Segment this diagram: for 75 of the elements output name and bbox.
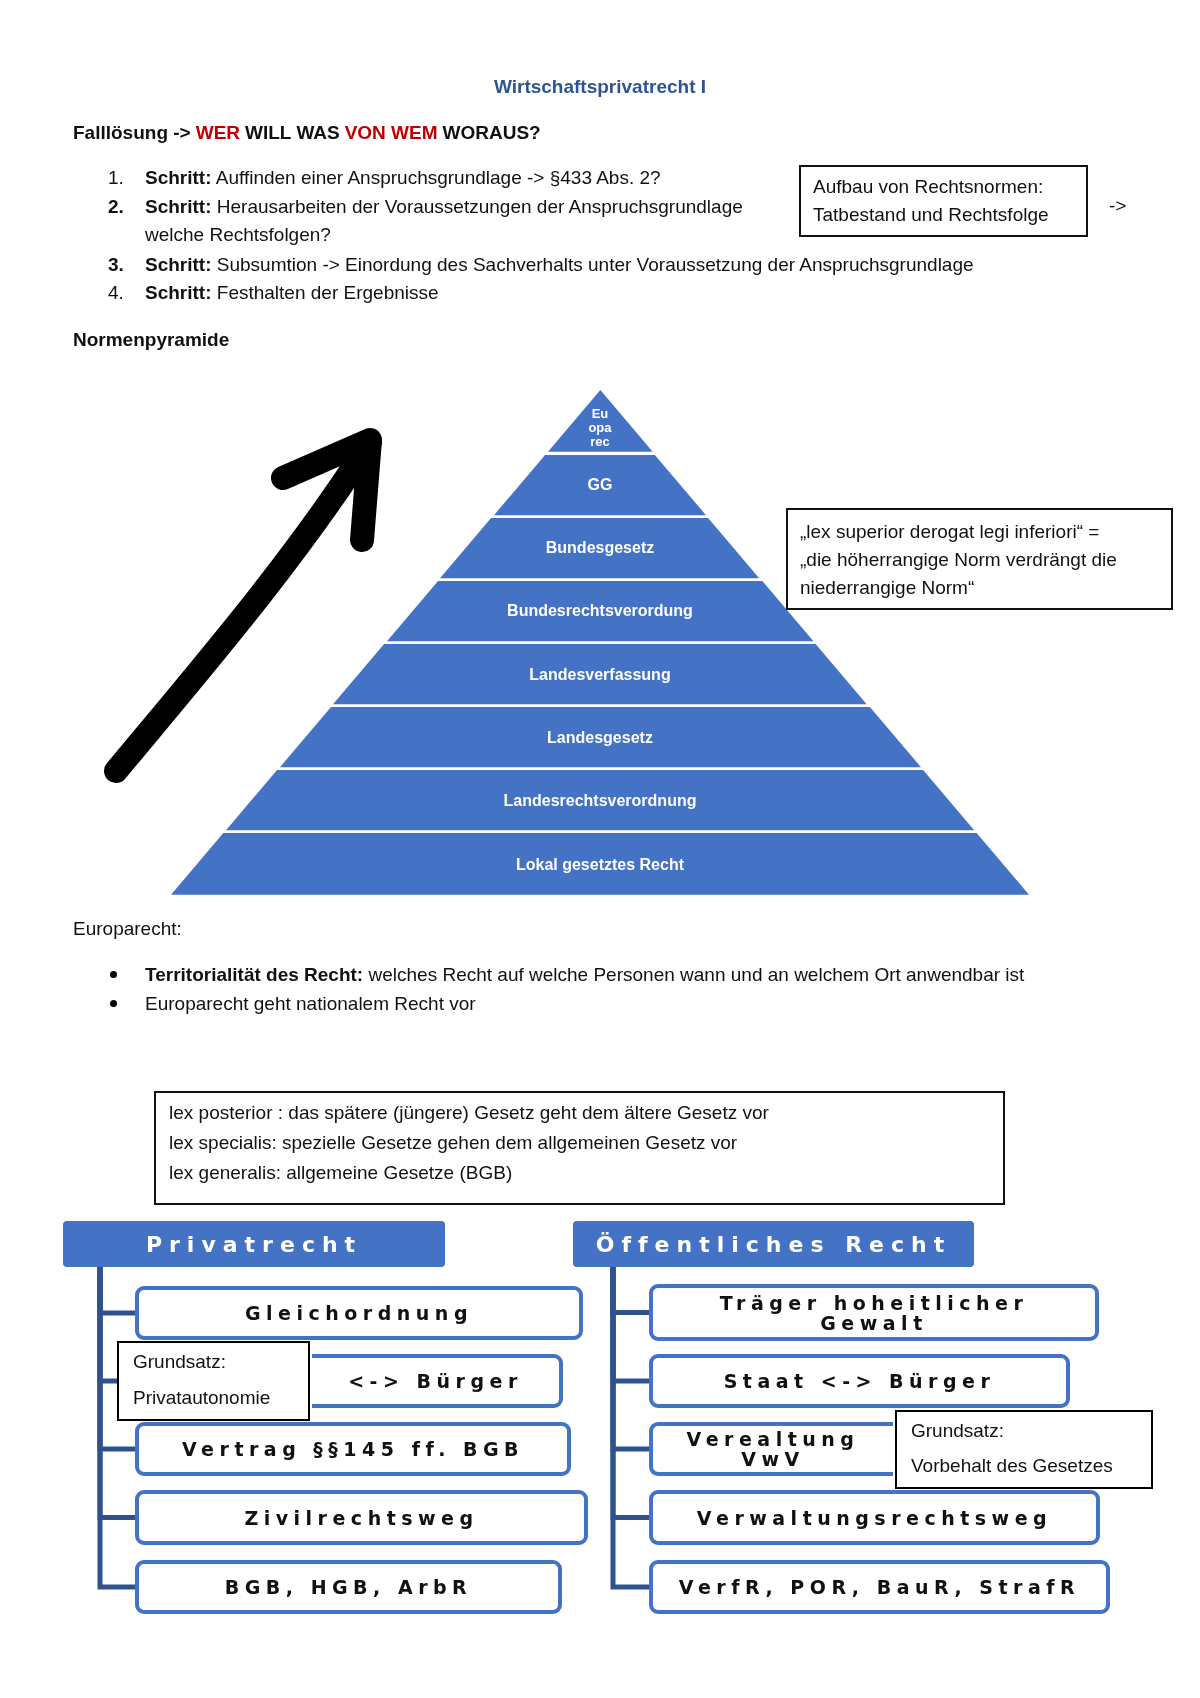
callout-text: Grundsatz:: [911, 1420, 1005, 1442]
note-text: lex posterior : das spätere (jüngere) Gesetz geht dem ältere Gesetz vor: [169, 1101, 770, 1125]
connector-line: [610, 1267, 649, 1590]
item-text: Vertrag §§145 ff. BGB: [181, 1439, 525, 1459]
tier-label: Lokal gesetztes Recht: [515, 854, 684, 874]
heading-text: WILL WAS: [245, 121, 340, 145]
category-box: [649, 1490, 1100, 1545]
tier-label: Bundesgesetz: [545, 538, 655, 558]
category-box: [135, 1422, 571, 1476]
step-text: Schritt: Subsumtion -> Einordung des Sachverhalts unter Voraussetzung der Anspruchsgrundlage: [145, 253, 974, 277]
pyramid-tier: [494, 454, 706, 515]
callout-box: [117, 1341, 310, 1421]
bullet-text: Territorialität des Recht: welches Recht auf welche Personen wann und an welchem Ort anwendbar ist: [145, 963, 1025, 987]
category-box: [135, 1286, 583, 1340]
note-box: [799, 165, 1088, 237]
heading-text: Falllösung ->: [73, 121, 191, 145]
label-text: 2.: [108, 195, 124, 219]
note-text: Aufbau von Rechtsnormen:: [813, 175, 1045, 199]
label-text: ->: [1109, 194, 1127, 218]
item-text: Staat <-> Bürger: [723, 1371, 996, 1391]
callout-box: [895, 1410, 1153, 1489]
label-text: Europarecht:: [73, 917, 182, 941]
connector-line: [97, 1267, 135, 1590]
note-text: lex generalis: allgemeine Gesetze (BGB): [169, 1161, 514, 1185]
note-text: lex specialis: spezielle Gesetze gehen dem allgemeinen Gesetz vor: [169, 1131, 739, 1155]
pyramid-tier: [440, 517, 760, 578]
item-text: Zivilrechtsweg: [244, 1507, 479, 1528]
callout-text: Grundsatz:: [133, 1351, 227, 1373]
note-text: „lex superior derogat legi inferiori“ = „die höherrangige Norm verdrängt die niederrangige Norm“: [800, 520, 1118, 600]
step-text: Schritt: Festhalten der Ergebnisse: [145, 281, 439, 305]
heading-text: WER: [195, 121, 241, 145]
header-text: Privatrecht: [145, 1231, 363, 1257]
category-box: [649, 1284, 1099, 1341]
callout-text: Vorbehalt des Gesetzes: [911, 1455, 1114, 1477]
item-text: <-> Bürger: [348, 1371, 523, 1391]
item-text: Verwaltungsrechtsweg: [696, 1507, 1053, 1528]
category-box: [649, 1354, 1070, 1408]
item-text: Träger hoheitlicher Gewalt: [718, 1292, 1030, 1333]
note-box: [154, 1091, 1005, 1205]
note-box: [786, 508, 1173, 610]
label-text: Normenpyramide: [73, 328, 230, 352]
pyramid-tier: [547, 390, 653, 452]
tier-label: Landesverfassung: [529, 664, 671, 684]
item-text: VerfR, POR, BauR, StrafR: [678, 1577, 1081, 1597]
step-text: Schritt: Auffinden einer Anspruchsgrundlage -> §433 Abs. 2?: [145, 166, 661, 190]
bullet-text: Europarecht geht nationalem Recht vor: [145, 992, 476, 1016]
category-box: [649, 1560, 1110, 1614]
pyramid-tier: [225, 770, 975, 831]
tier-label: Eu opa rec: [588, 406, 612, 449]
category-header: [63, 1221, 445, 1267]
tier-label: GG: [587, 475, 613, 495]
item-text: Verealtung VwV: [685, 1429, 861, 1469]
label-text: 4.: [108, 281, 124, 305]
callout-text: Privatautonomie: [133, 1387, 272, 1409]
tier-label: Landesrechtsverordnung: [503, 790, 697, 810]
note-text: Tatbestand und Rechtsfolge: [813, 203, 1050, 227]
category-box: [135, 1560, 562, 1614]
page-title: Wirtschaftsprivatrecht I: [493, 75, 707, 99]
category-box: [135, 1490, 588, 1545]
pyramid-tier: [279, 707, 921, 768]
pyramid-tier: [333, 644, 867, 705]
pyramid-tier: [171, 833, 1029, 895]
tier-label: Landesgesetz: [547, 727, 653, 747]
tier-label: Bundesrechtsverordung: [507, 601, 693, 621]
category-box: [649, 1422, 893, 1476]
header-text: Öffentliches Recht: [595, 1231, 952, 1257]
label-text: 1.: [108, 166, 124, 190]
heading-text: VON WEM: [344, 121, 438, 145]
step-text: Schritt: Herausarbeiten der Voraussetzungen der Anspruchsgrundlage welche Rechtsfolgen?: [145, 195, 744, 247]
item-text: BGB, HGB, ArbR: [224, 1577, 473, 1597]
item-text: Gleichordnung: [245, 1303, 473, 1323]
heading-text: WORAUS?: [442, 121, 541, 145]
category-box: [312, 1354, 563, 1408]
label-text: 3.: [108, 253, 124, 277]
category-header: [573, 1221, 974, 1267]
